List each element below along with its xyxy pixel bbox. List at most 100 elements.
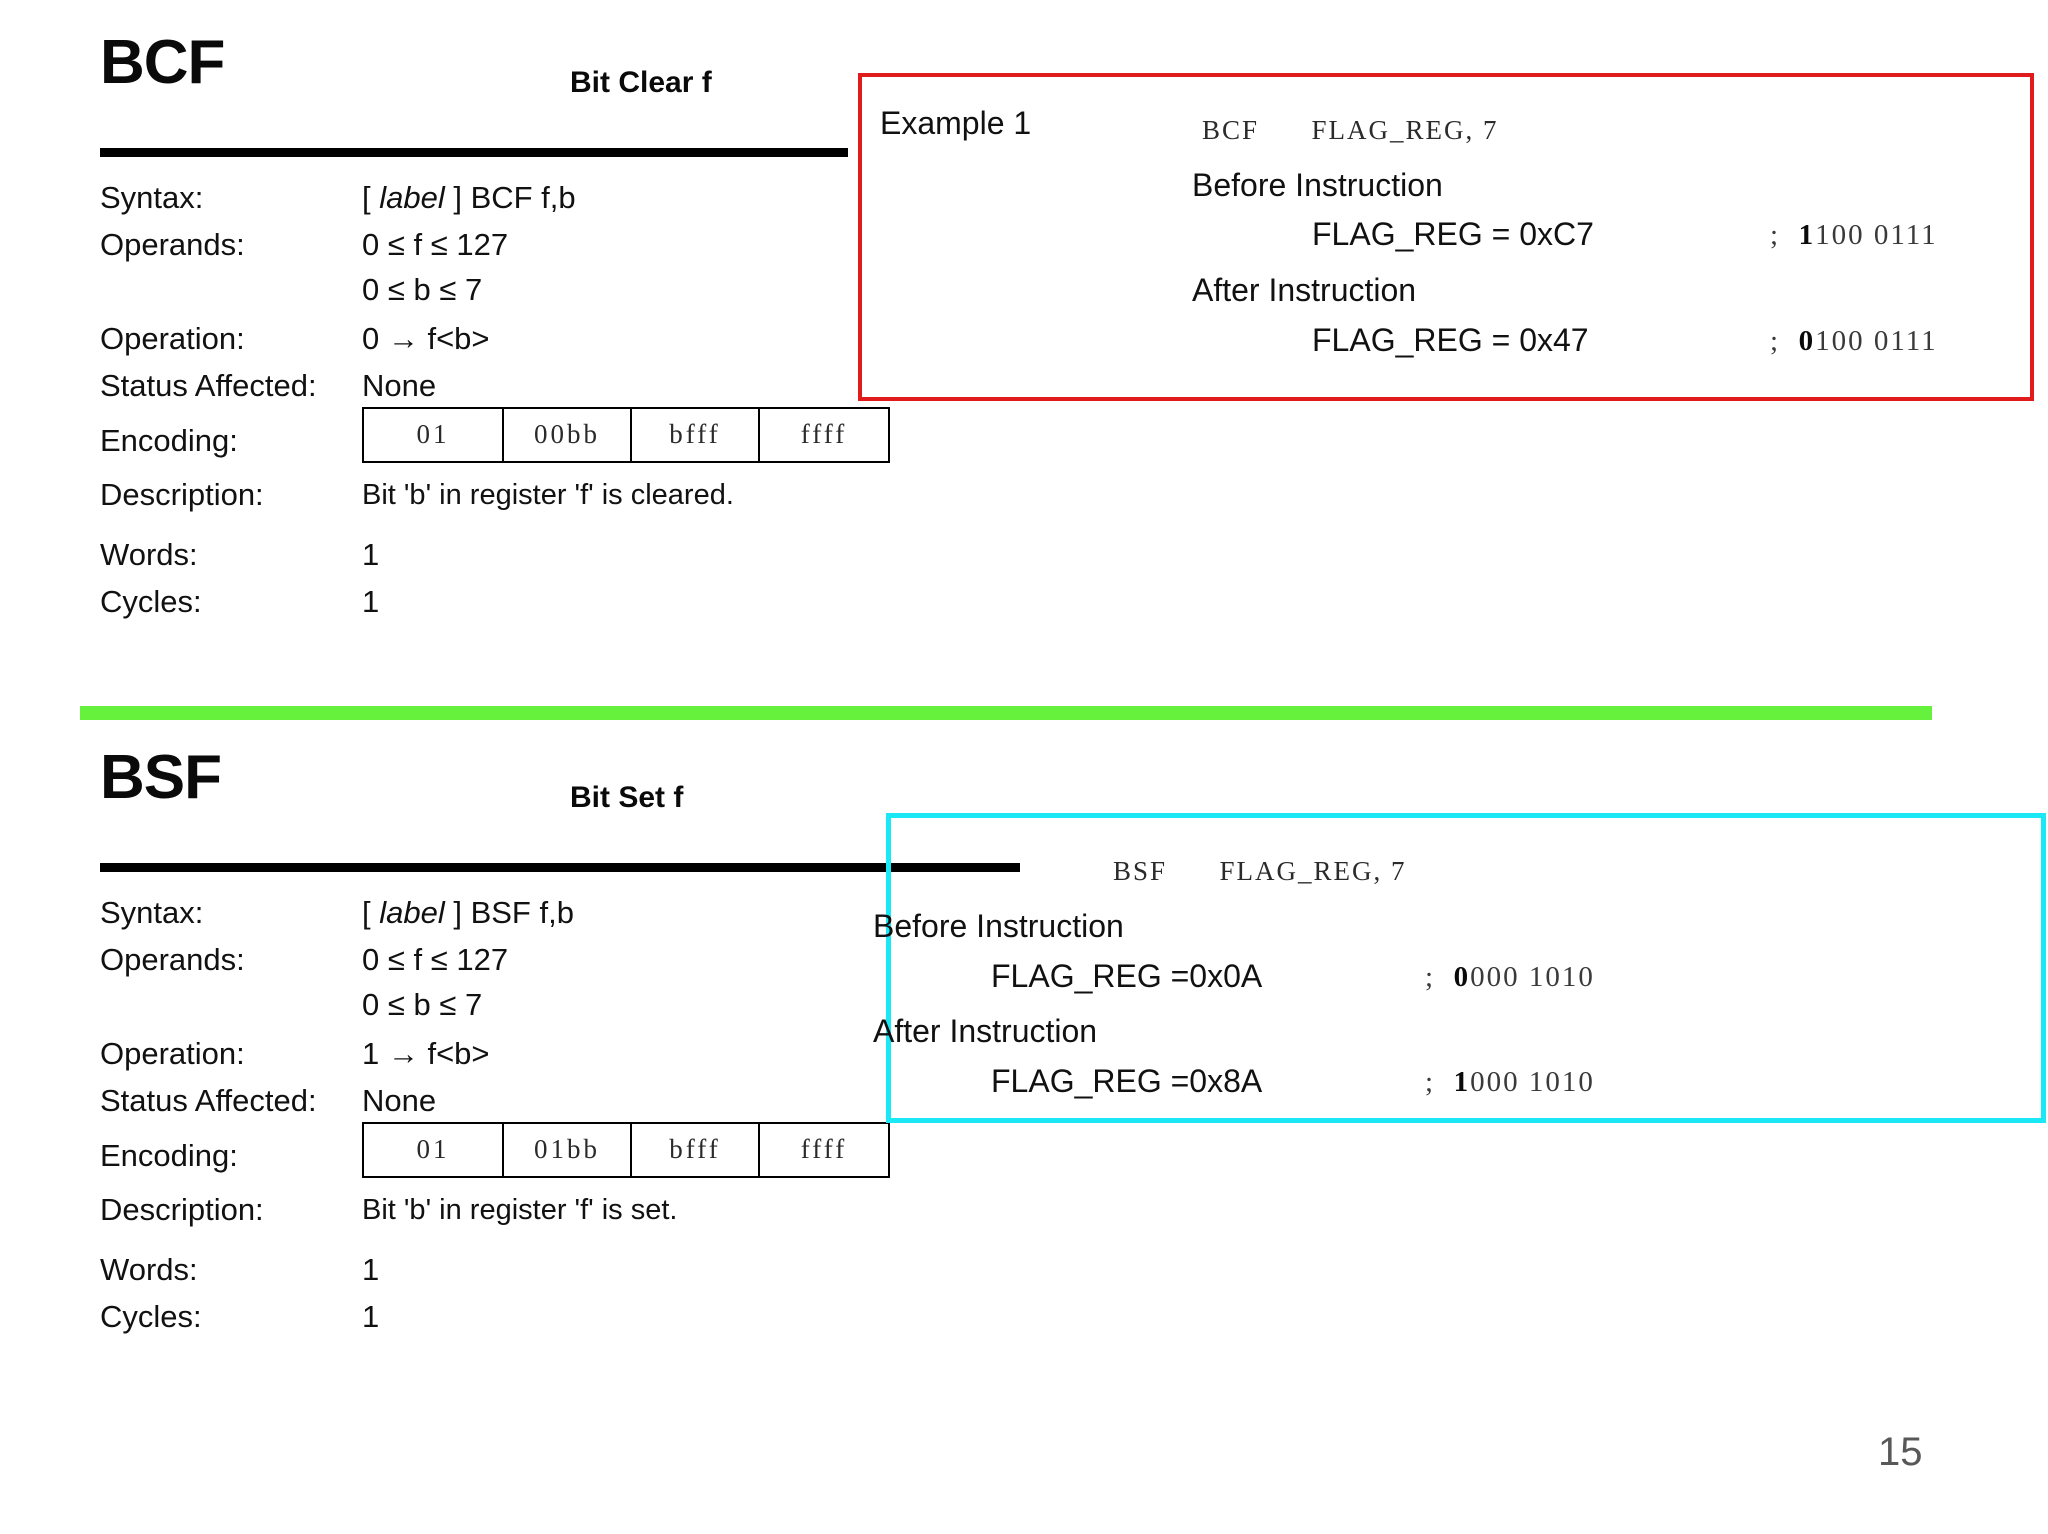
syntax-label-italic: label xyxy=(379,180,445,215)
spec-row-status: Status Affected: None xyxy=(100,368,960,415)
spec-value-operands-f: 0 ≤ f ≤ 127 xyxy=(362,227,509,262)
before-instruction-value-bsf: FLAG_REG =0x0A xyxy=(991,958,1263,994)
example-instruction-bcf: BCF FLAG_REG, 7 xyxy=(1202,115,1499,145)
binary-msb: 1 xyxy=(1453,1066,1471,1098)
after-instruction-value-bcf: FLAG_REG = 0x47 xyxy=(1312,322,1589,358)
encoding-cell: 01 xyxy=(364,1124,504,1176)
encoding-cell: ffff xyxy=(800,419,848,449)
long-name-bcf: Bit Clear f xyxy=(570,66,712,99)
encoding-cell: 01bb xyxy=(504,1124,632,1176)
binary-rest: 000 1010 xyxy=(1470,1066,1595,1098)
spec-value-operands-b: 0 ≤ b ≤ 7 xyxy=(362,272,483,307)
spec-label-operation: Operation: xyxy=(100,1036,245,1071)
binary-msb: 1 xyxy=(1798,219,1816,251)
spec-value-status: None xyxy=(362,1083,437,1118)
binary-msb: 0 xyxy=(1453,961,1471,993)
binary-rest: 100 0111 xyxy=(1815,219,1938,251)
spec-row-description: Description: Bit 'b' in register 'f' is … xyxy=(100,1192,1000,1252)
before-instruction-value-bcf: FLAG_REG = 0xC7 xyxy=(1312,216,1594,252)
after-instruction-label-bcf: After Instruction xyxy=(1192,272,1417,308)
spec-value-description: Bit 'b' in register 'f' is set. xyxy=(362,1194,678,1226)
spec-row-description: Description: Bit 'b' in register 'f' is … xyxy=(100,477,960,537)
after-instruction-value-bsf: FLAG_REG =0x8A xyxy=(991,1063,1263,1099)
spec-value-syntax: [ label ] BCF f,b xyxy=(362,180,576,216)
encoding-cell: 01 xyxy=(364,409,504,461)
spec-row-cycles: Cycles: 1 xyxy=(100,1299,1000,1346)
section-divider xyxy=(80,706,1932,720)
instruction-header-bcf: BCF Bit Clear f xyxy=(100,32,960,132)
binary-rest: 000 1010 xyxy=(1470,961,1595,993)
syntax-pre: [ xyxy=(362,895,380,930)
spec-label-words: Words: xyxy=(100,537,198,572)
spec-label-operands: Operands: xyxy=(100,942,245,977)
spec-row-operation: Operation: 0 → f<b> xyxy=(100,321,960,368)
binary-comment: ; xyxy=(1425,961,1436,993)
encoding-cell: bfff xyxy=(632,409,760,461)
spec-row-encoding: Encoding: 01 01bb bfff ffff xyxy=(100,1122,1000,1192)
encoding-table-bsf: 01 01bb bfff ffff xyxy=(362,1122,890,1178)
after-instruction-binary-bcf: ; 0100 0111 xyxy=(1770,325,1938,358)
spec-row-operation: Operation: 1 → f<b> xyxy=(100,1036,1000,1083)
encoding-cell: bfff xyxy=(632,1124,760,1176)
spec-label-status: Status Affected: xyxy=(100,368,317,403)
spec-label-status: Status Affected: xyxy=(100,1083,317,1118)
spec-value-operation: 0 → f<b> xyxy=(362,321,490,356)
spec-value-words: 1 xyxy=(362,537,380,572)
binary-comment: ; xyxy=(1425,1066,1436,1098)
instruction-block-bcf: BCF Bit Clear f Syntax: [ label ] BCF f,… xyxy=(100,32,960,619)
binary-comment: ; xyxy=(1770,219,1781,251)
spec-label-cycles: Cycles: xyxy=(100,1299,202,1334)
spec-label-description: Description: xyxy=(100,477,264,512)
page-number: 15 xyxy=(1878,1430,1923,1474)
binary-comment: ; xyxy=(1770,325,1781,357)
encoding-cell: ffff xyxy=(800,1134,848,1164)
instruction-block-bsf: BSF Bit Set f Syntax: [ label ] BSF f,b … xyxy=(100,747,1020,1334)
example-box-bcf: Example 1 BCF FLAG_REG, 7 Before Instruc… xyxy=(858,73,2034,401)
example-instruction-bsf: BSF FLAG_REG, 7 xyxy=(1113,856,1407,886)
binary-rest: 100 0111 xyxy=(1815,325,1938,357)
after-instruction-binary-bsf: ; 1000 1010 xyxy=(1425,1066,1595,1099)
spec-row-status: Status Affected: None xyxy=(100,1083,1000,1130)
header-rule-bsf xyxy=(100,863,1020,872)
spec-rows-bcf: Syntax: [ label ] BCF f,b Operands: 0 ≤ … xyxy=(100,180,960,631)
spec-label-encoding: Encoding: xyxy=(100,423,238,458)
spec-label-cycles: Cycles: xyxy=(100,584,202,619)
after-instruction-label-bsf: After Instruction xyxy=(873,1013,1098,1049)
spec-label-words: Words: xyxy=(100,1252,198,1287)
binary-msb: 0 xyxy=(1798,325,1816,357)
spec-row-words: Words: 1 xyxy=(100,1252,1000,1299)
spec-value-operands-f: 0 ≤ f ≤ 127 xyxy=(362,942,509,977)
spec-row-operands: Operands: 0 ≤ f ≤ 127 0 ≤ b ≤ 7 xyxy=(100,227,960,321)
spec-label-syntax: Syntax: xyxy=(100,895,204,930)
spec-value-cycles: 1 xyxy=(362,1299,380,1334)
spec-label-operation: Operation: xyxy=(100,321,245,356)
before-instruction-binary-bcf: ; 1100 0111 xyxy=(1770,219,1938,252)
encoding-table-bcf: 01 00bb bfff ffff xyxy=(362,407,890,463)
encoding-cell: 00bb xyxy=(504,409,632,461)
spec-value-status: None xyxy=(362,368,437,403)
spec-row-encoding: Encoding: 01 00bb bfff ffff xyxy=(100,407,960,477)
spec-label-syntax: Syntax: xyxy=(100,180,204,215)
example-box-bsf: BSF FLAG_REG, 7 Before Instruction FLAG_… xyxy=(873,813,2046,1123)
spec-rows-bsf: Syntax: [ label ] BSF f,b Operands: 0 ≤ … xyxy=(100,895,1000,1346)
spec-row-operands: Operands: 0 ≤ f ≤ 127 0 ≤ b ≤ 7 xyxy=(100,942,1000,1036)
spec-row-words: Words: 1 xyxy=(100,537,960,584)
spec-label-operands: Operands: xyxy=(100,227,245,262)
syntax-post: ] BSF f,b xyxy=(444,895,574,930)
spec-value-words: 1 xyxy=(362,1252,380,1287)
spec-row-syntax: Syntax: [ label ] BCF f,b xyxy=(100,180,960,227)
mnemonic-bcf: BCF xyxy=(100,28,225,97)
spec-value-description: Bit 'b' in register 'f' is cleared. xyxy=(362,479,734,511)
spec-value-operands-b: 0 ≤ b ≤ 7 xyxy=(362,987,483,1022)
spec-value-syntax: [ label ] BSF f,b xyxy=(362,895,574,931)
spec-value-cycles: 1 xyxy=(362,584,380,619)
spec-row-syntax: Syntax: [ label ] BSF f,b xyxy=(100,895,1000,942)
mnemonic-bsf: BSF xyxy=(100,743,222,812)
example-title-bcf: Example 1 xyxy=(880,105,1032,141)
instruction-header-bsf: BSF Bit Set f xyxy=(100,747,1000,847)
before-instruction-label-bsf: Before Instruction xyxy=(873,908,1124,944)
syntax-post: ] BCF f,b xyxy=(444,180,576,215)
spec-value-operation: 1 → f<b> xyxy=(362,1036,490,1071)
spec-label-encoding: Encoding: xyxy=(100,1138,238,1173)
